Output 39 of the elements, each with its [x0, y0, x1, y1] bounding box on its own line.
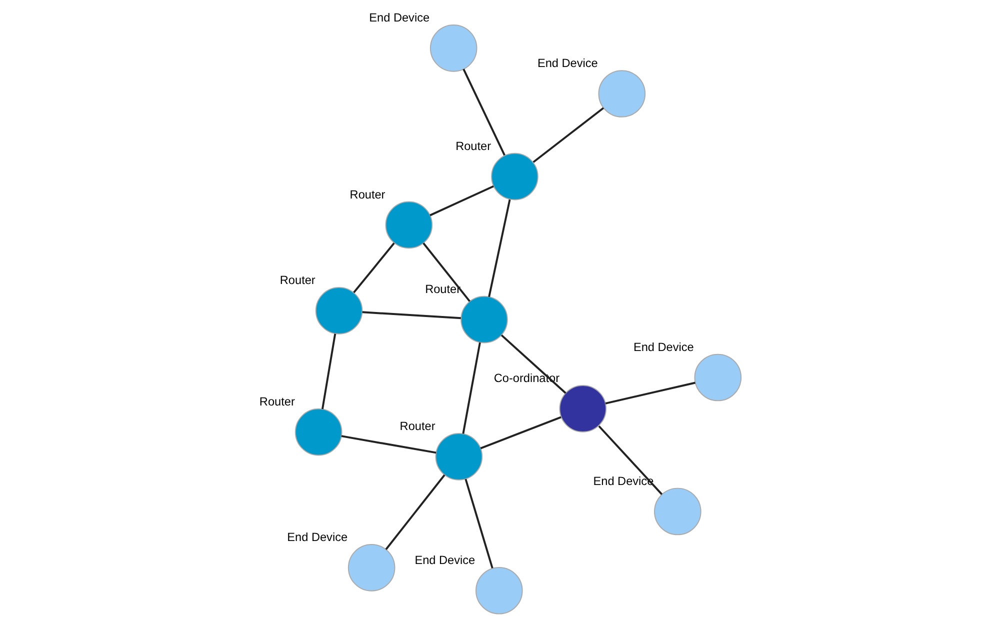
node-circle — [654, 488, 702, 536]
node-label: End Device — [414, 553, 476, 568]
node-circle — [491, 152, 538, 200]
connector — [480, 416, 562, 450]
connector — [430, 185, 494, 216]
node-circle — [348, 544, 396, 592]
connector — [462, 68, 506, 156]
node-circle — [294, 408, 342, 456]
connector — [422, 242, 470, 302]
node-label: Router — [259, 394, 295, 409]
node-circle — [694, 354, 742, 402]
node-circle — [460, 296, 508, 344]
node-label: Router — [400, 419, 436, 434]
node-label: Router — [456, 139, 492, 154]
node-label: Router — [425, 282, 461, 296]
connector — [385, 474, 446, 550]
node-label: End Device — [537, 56, 598, 70]
node-label: Router — [350, 187, 386, 202]
node-label: Router — [280, 273, 316, 288]
connector — [605, 382, 696, 404]
connector — [321, 334, 336, 410]
connector — [598, 425, 663, 495]
node-circle — [385, 201, 433, 249]
connector — [532, 107, 604, 163]
node-label: End Device — [369, 10, 430, 25]
node-circle — [559, 385, 607, 432]
node-label: End Device — [287, 530, 348, 544]
node-circle — [475, 567, 523, 614]
node-circle — [598, 70, 646, 118]
connector — [362, 311, 461, 320]
connector — [462, 342, 481, 434]
node-label: End Device — [633, 340, 694, 354]
connector — [464, 478, 494, 568]
node-circle — [430, 24, 478, 72]
connector — [353, 242, 395, 294]
node-circle — [435, 433, 483, 480]
connector — [488, 199, 511, 298]
connector — [341, 435, 436, 454]
node-circle — [315, 287, 363, 334]
